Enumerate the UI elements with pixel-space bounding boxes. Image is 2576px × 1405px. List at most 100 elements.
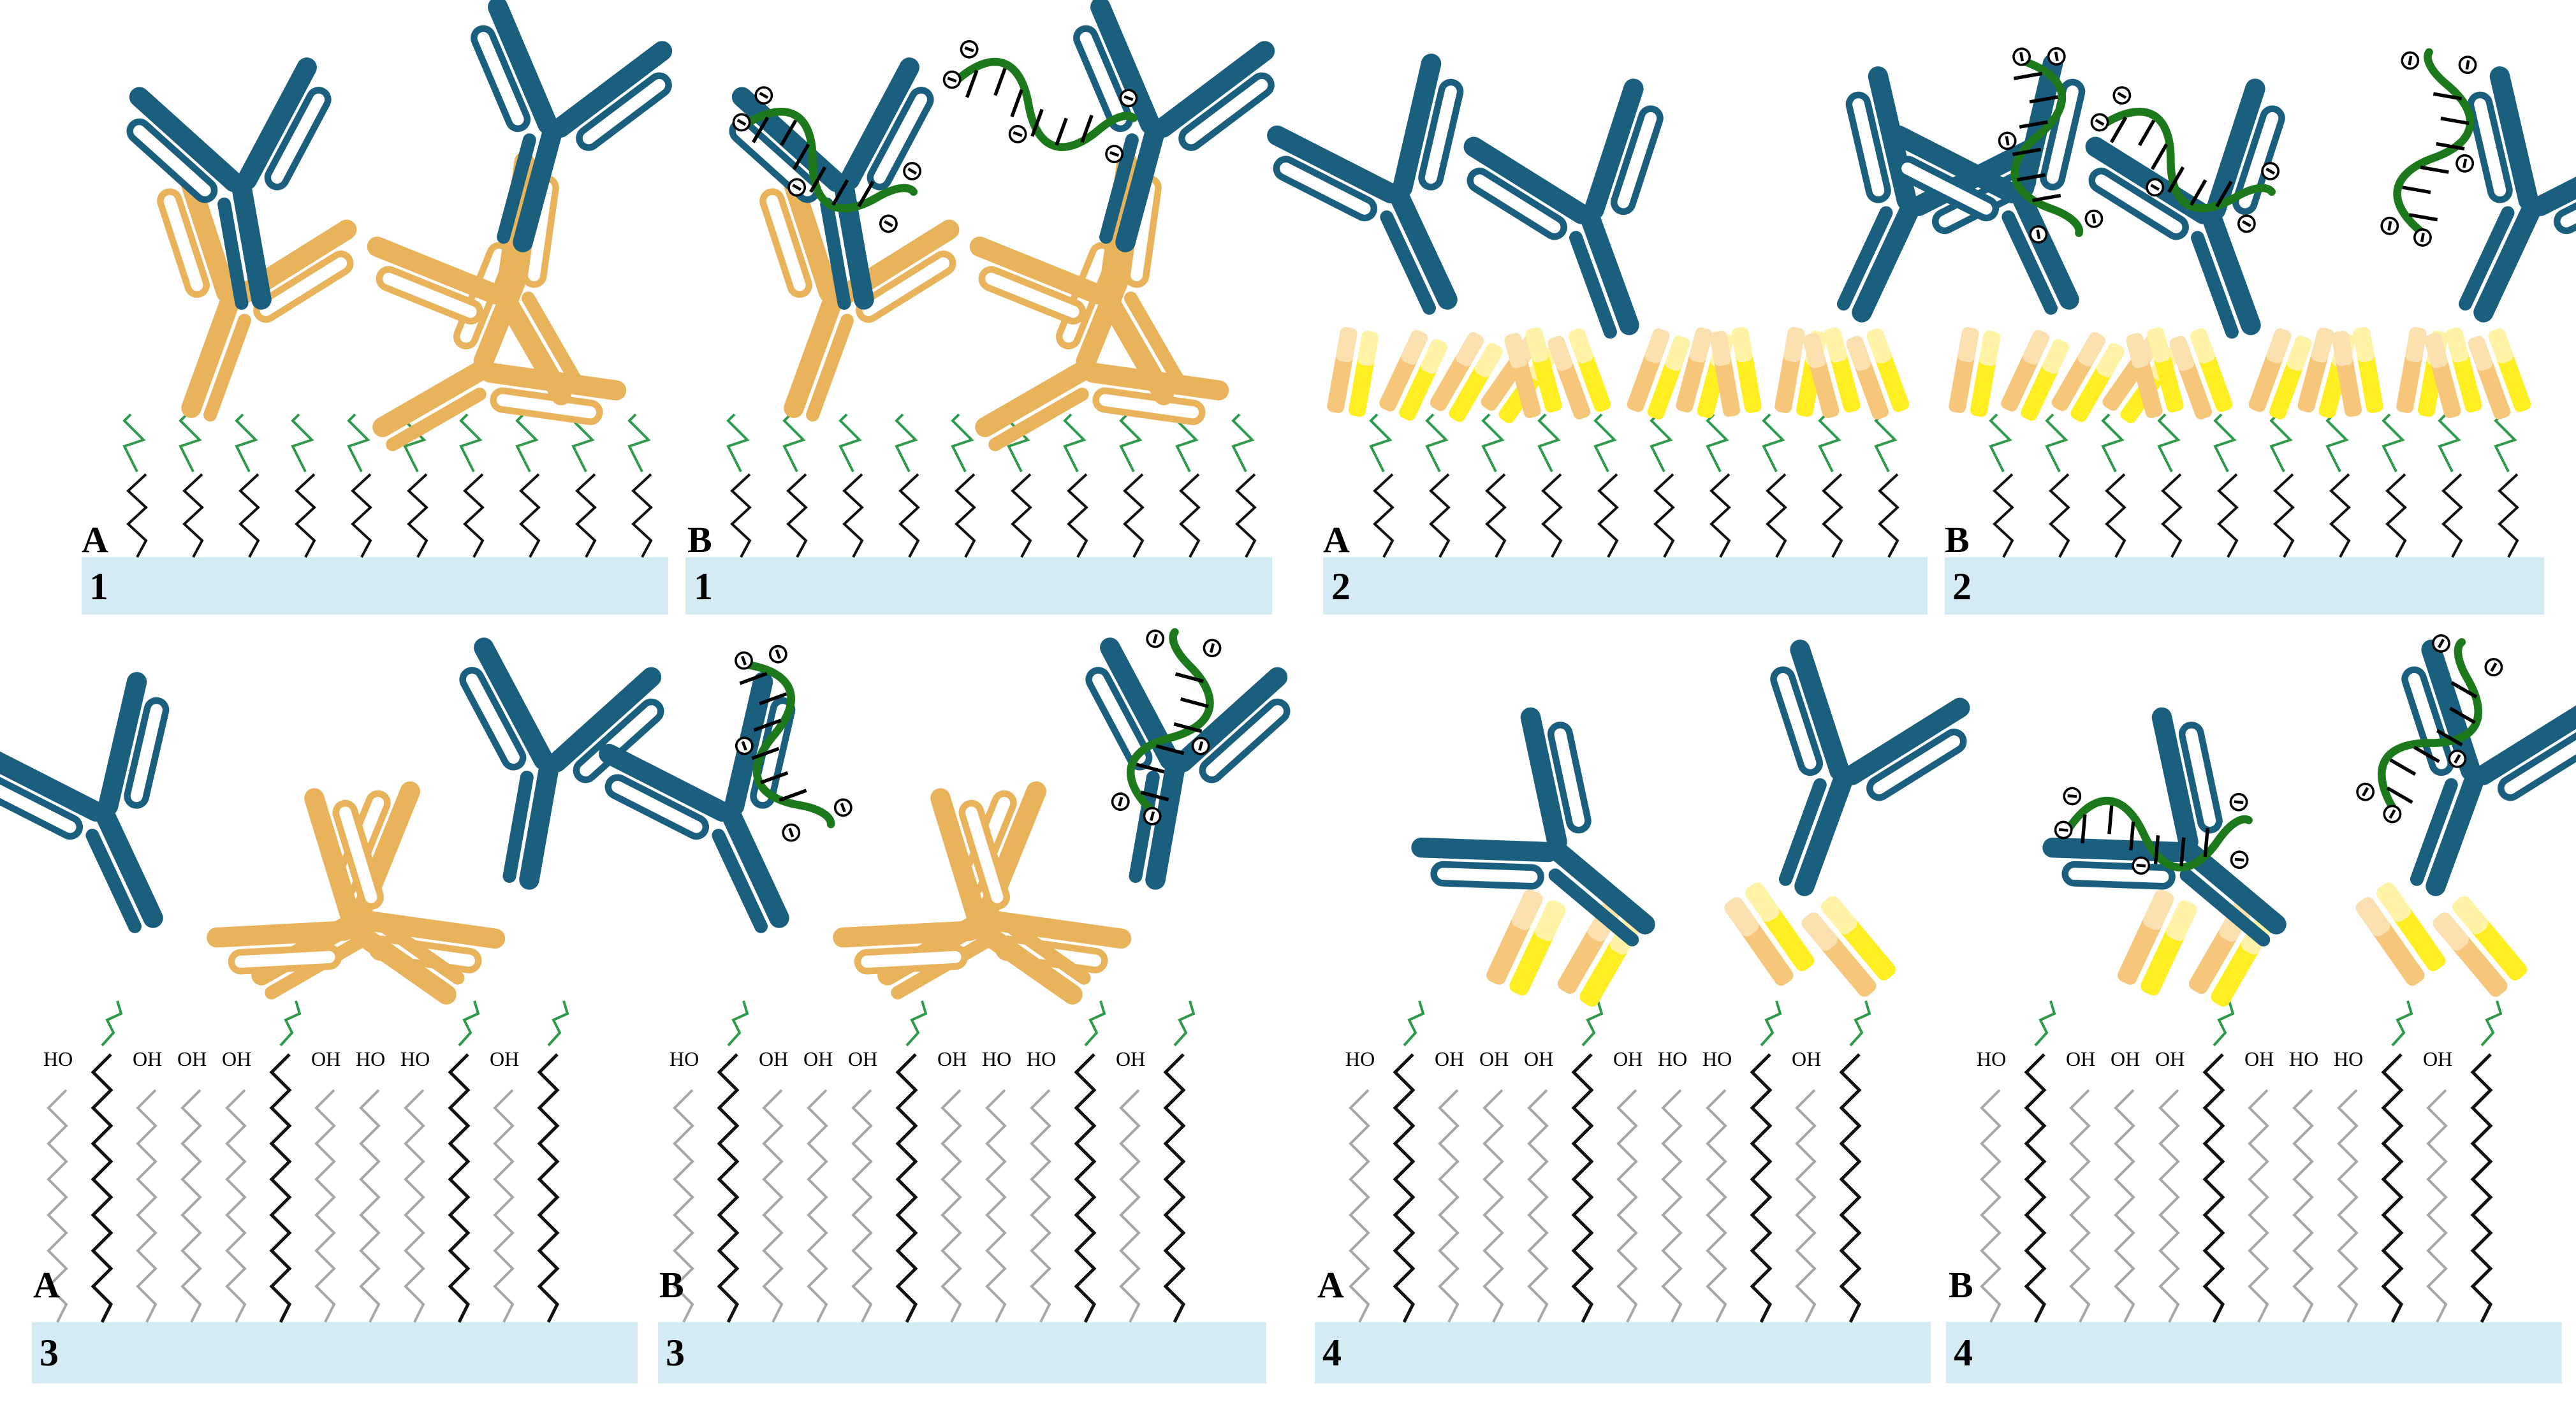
hydroxyl-label: OH bbox=[133, 1047, 162, 1070]
linker bbox=[547, 1000, 569, 1047]
antibody-fragment bbox=[1947, 326, 2002, 418]
linker bbox=[2213, 1000, 2235, 1047]
fragment-layer bbox=[1326, 326, 1911, 426]
panel-variant-label: A bbox=[82, 519, 108, 560]
alkyl-chain bbox=[1993, 473, 2014, 558]
long-alkyl-chain bbox=[91, 1053, 113, 1323]
hydroxyl-label: OH bbox=[222, 1047, 251, 1070]
linker bbox=[782, 413, 806, 472]
long-alkyl-chain bbox=[448, 1053, 471, 1323]
short-alkyl-chain bbox=[1661, 1089, 1683, 1323]
linker bbox=[1989, 413, 2012, 472]
long-chain-monolayer bbox=[1373, 473, 1899, 558]
panel-variant-label: B bbox=[659, 1264, 684, 1306]
linker bbox=[905, 1000, 928, 1047]
alkyl-chain bbox=[2273, 473, 2295, 558]
substrate bbox=[1945, 557, 2544, 615]
panel-number-label: 3 bbox=[40, 1332, 59, 1374]
hydroxyl-label: OH bbox=[177, 1047, 207, 1070]
short-alkyl-chain bbox=[2292, 1089, 2314, 1323]
linker bbox=[1650, 413, 1673, 472]
hydroxyl-label: HO bbox=[1345, 1047, 1375, 1070]
linker bbox=[122, 413, 146, 472]
long-alkyl-chain bbox=[1163, 1053, 1186, 1323]
hydroxyl-label: OH bbox=[937, 1047, 967, 1070]
alkyl-chain bbox=[1485, 473, 1507, 558]
long-alkyl-chain bbox=[1074, 1053, 1097, 1323]
hydroxyl-label: HO bbox=[1702, 1047, 1732, 1070]
hydroxyl-label: HO bbox=[1658, 1047, 1687, 1070]
alkyl-chain bbox=[238, 473, 260, 558]
alkyl-chain bbox=[1653, 473, 1675, 558]
alkyl-chain bbox=[182, 473, 204, 558]
panel-variant-label: B bbox=[1949, 1264, 1973, 1306]
short-alkyl-chain bbox=[2426, 1089, 2448, 1323]
primary-antibody-layer bbox=[1874, 52, 2576, 364]
short-alkyl-chain bbox=[940, 1089, 962, 1323]
long-alkyl-chain bbox=[2202, 1053, 2225, 1323]
alkyl-chain bbox=[631, 473, 653, 558]
short-alkyl-chain bbox=[2158, 1089, 2180, 1323]
linker bbox=[2157, 413, 2181, 472]
alkyl-chain bbox=[1597, 473, 1619, 558]
long-alkyl-chain bbox=[2381, 1053, 2404, 1323]
linker-layer bbox=[122, 413, 651, 472]
short-alkyl-chain bbox=[136, 1089, 157, 1323]
linker bbox=[1849, 1000, 1871, 1047]
antibody-fragment bbox=[1709, 326, 1763, 418]
substrate bbox=[658, 1322, 1266, 1383]
linker bbox=[895, 413, 918, 472]
short-alkyl-chain bbox=[1482, 1089, 1504, 1323]
linker bbox=[2438, 413, 2461, 472]
antibody-fragment bbox=[1326, 326, 1380, 418]
substrate bbox=[1315, 1322, 1931, 1383]
linker bbox=[291, 413, 314, 472]
short-alkyl-chain bbox=[851, 1089, 873, 1323]
linker bbox=[627, 413, 651, 472]
short-alkyl-chain bbox=[2069, 1089, 2091, 1323]
short-alkyl-chain bbox=[47, 1089, 68, 1323]
long-chain-monolayer bbox=[1993, 473, 2519, 558]
linker bbox=[1425, 413, 1449, 472]
alkyl-chain bbox=[1429, 473, 1451, 558]
short-alkyl-chain bbox=[1438, 1089, 1460, 1323]
substrate bbox=[82, 557, 668, 615]
primary-antibody-layer bbox=[1403, 640, 1986, 1010]
linker bbox=[1874, 413, 1898, 472]
panel-variant-label: A bbox=[33, 1264, 60, 1306]
short-alkyl-chain bbox=[1030, 1089, 1051, 1323]
hydroxyl-label: HO bbox=[670, 1047, 699, 1070]
long-alkyl-chain bbox=[895, 1053, 918, 1323]
alkyl-chain bbox=[2441, 473, 2463, 558]
alkyl-chain bbox=[1766, 473, 1787, 558]
alkyl-chain bbox=[575, 473, 597, 558]
short-alkyl-chain bbox=[1980, 1089, 2002, 1323]
linker bbox=[235, 413, 258, 472]
linker-layer bbox=[726, 413, 1255, 472]
alkyl-chain bbox=[351, 473, 372, 558]
hydroxyl-label: OH bbox=[1435, 1047, 1464, 1070]
linker bbox=[1063, 413, 1087, 472]
alkyl-chain bbox=[1235, 473, 1257, 558]
fragment-layer bbox=[2115, 880, 2530, 1009]
long-alkyl-chain bbox=[1571, 1053, 1594, 1323]
linker bbox=[2034, 1000, 2056, 1047]
linker bbox=[2382, 413, 2405, 472]
panel-variant-label: A bbox=[1323, 519, 1350, 560]
alkyl-chain bbox=[1541, 473, 1563, 558]
linker bbox=[1760, 1000, 1782, 1047]
panel-number-label: 2 bbox=[1331, 565, 1350, 608]
short-alkyl-chain bbox=[180, 1089, 202, 1323]
fragment-layer bbox=[1484, 880, 1899, 1009]
alkyl-chain bbox=[1822, 473, 1843, 558]
hydroxyl-label: OH bbox=[848, 1047, 877, 1070]
short-alkyl-chain bbox=[1616, 1089, 1638, 1323]
linker-layer bbox=[1369, 413, 1898, 472]
alkyl-chain bbox=[2498, 473, 2519, 558]
